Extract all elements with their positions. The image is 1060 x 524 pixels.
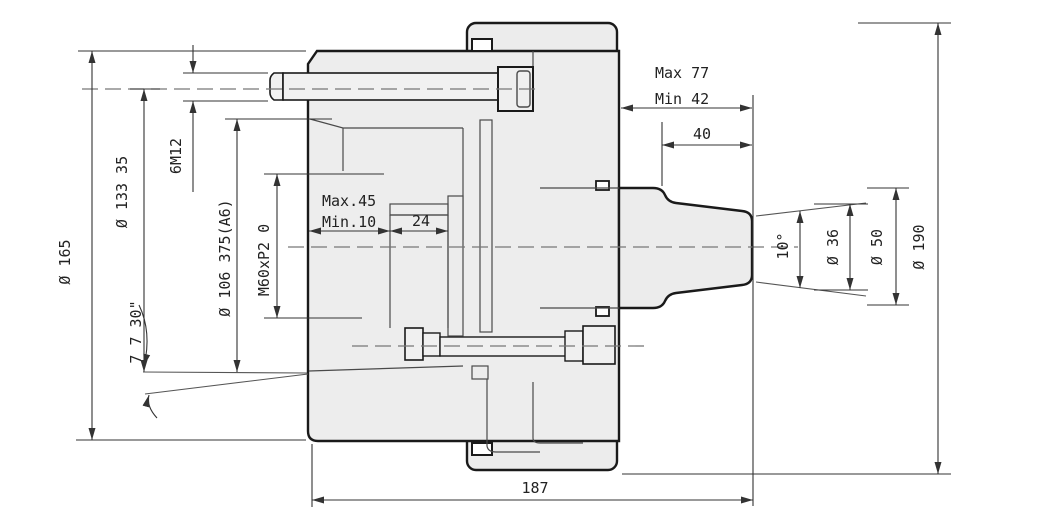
- inner-key-lower: [471, 365, 489, 380]
- inner-taper-line: [308, 365, 464, 372]
- label-dia-190: Ø 190: [910, 224, 928, 269]
- stud-washer-left: [404, 327, 424, 361]
- stud-nut-right: [582, 325, 616, 365]
- label-dia-36: Ø 36: [824, 229, 842, 265]
- label-10deg: 10°: [774, 232, 792, 259]
- label-taper-dia: Ø 106 375(A6): [216, 199, 234, 316]
- inner-detail-lines: [308, 51, 619, 453]
- leader-taper-angle-bottom: [142, 394, 158, 419]
- label-40: 40: [693, 125, 711, 143]
- inner-sleeve: [479, 119, 493, 333]
- leader-taper-angle-top: [138, 304, 151, 367]
- stud-collar-left: [422, 332, 441, 357]
- spindle-nose-taper: [617, 186, 754, 310]
- bolt-end-cap: [269, 72, 284, 101]
- label-plunger-max: Max.45: [322, 192, 376, 210]
- label-stroke-max: Max 77: [655, 64, 709, 82]
- label-stroke-min: Min 42: [655, 90, 709, 108]
- mounting-bolt-upper: [269, 66, 534, 112]
- label-thread: M60xP2 0: [255, 224, 273, 296]
- label-bolt-circle: Ø 133 35: [113, 156, 131, 228]
- key-tab-bottom: [471, 442, 493, 456]
- dimension-lines: [76, 22, 951, 507]
- inner-ring: [447, 195, 464, 337]
- key-tab-top: [471, 38, 493, 52]
- label-dia-50: Ø 50: [868, 229, 886, 265]
- label-plunger-min: Min.10: [322, 213, 376, 231]
- label-187: 187: [521, 479, 548, 497]
- key-square-upper: [595, 180, 610, 191]
- label-taper-angle: 7 7 30": [127, 300, 145, 363]
- label-6m12: 6M12: [167, 138, 185, 174]
- bolt-shank: [282, 72, 499, 101]
- label-dia-165: Ø 165: [56, 239, 74, 284]
- label-24: 24: [412, 212, 430, 230]
- dimension-labels: Ø 165 Ø 133 35 6M12 Ø 106 375(A6) M60xP2…: [56, 64, 928, 497]
- key-square-lower: [595, 306, 610, 317]
